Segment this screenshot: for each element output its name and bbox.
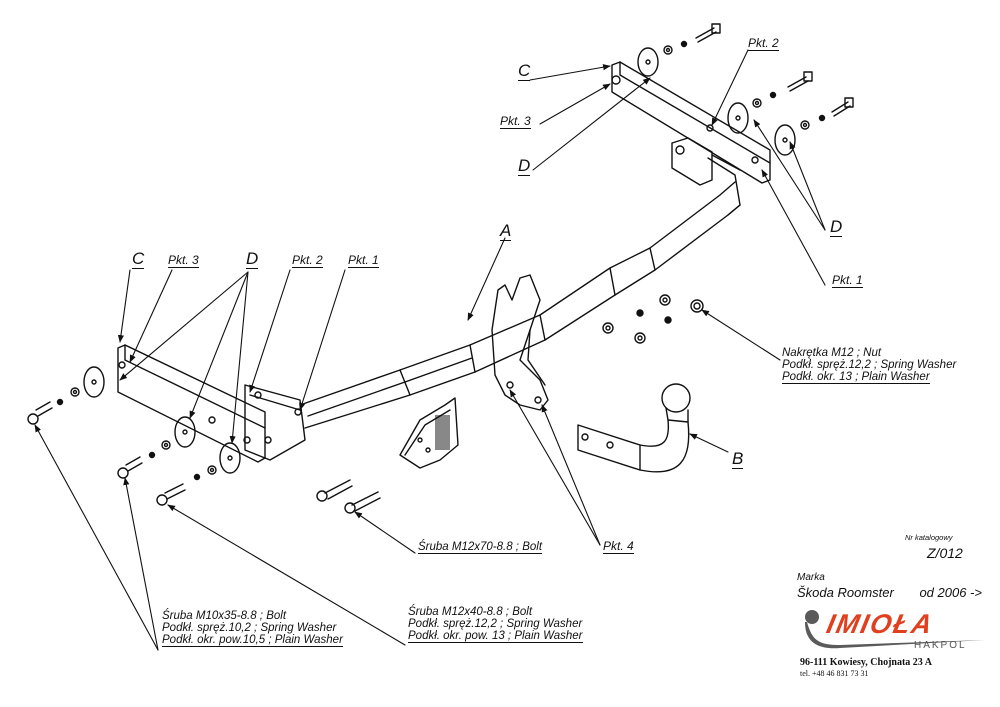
note-bolt-m10x35: Śruba M10x35-8.8 ; Bolt Podkł. spręż.10,… xyxy=(162,610,343,647)
note-line: Podkł. okr. 13 ; Plain Washer xyxy=(782,371,930,384)
label-pkt1-left: Pkt. 1 xyxy=(348,253,379,268)
leader-lines xyxy=(34,49,826,651)
label-pkt3-left: Pkt. 3 xyxy=(168,253,199,268)
logo-subtitle: HAKPOL xyxy=(914,640,967,651)
top-right-fasteners xyxy=(637,23,854,156)
catalog-number: Z/012 xyxy=(927,545,963,561)
tow-ball-b xyxy=(577,383,691,473)
left-flat-bar-c xyxy=(117,344,266,463)
note-line: Śruba M10x35-8.8 ; Bolt xyxy=(162,610,287,622)
note-line: Śruba M12x40-8.8 ; Bolt xyxy=(408,606,533,618)
company-phone: tel. +48 46 831 73 31 xyxy=(800,669,869,678)
note-line: Podkł. spręż.12,2 ; Spring Washer xyxy=(782,359,957,371)
note-line: Nakrętka M12 ; Nut xyxy=(782,347,882,359)
left-fasteners xyxy=(27,366,381,514)
logo-hook-graphic xyxy=(805,610,985,649)
imiola-logo: IMIOŁA HAKPOL xyxy=(797,607,987,657)
vehicle-model: Škoda Roomster od 2006 -> xyxy=(797,585,982,600)
note-line: Podkł. okr. pow.10,5 ; Plain Washer xyxy=(162,634,343,647)
right-mount-plate xyxy=(611,61,771,186)
label-b: B xyxy=(732,449,744,469)
label-c-top: C xyxy=(518,61,531,81)
label-c-left: C xyxy=(132,249,145,269)
note-nut-group: Nakrętka M12 ; Nut Podkł. spręż.12,2 ; S… xyxy=(782,347,956,384)
nut-washer-group xyxy=(602,294,704,344)
note-line: Podkł. spręż.10,2 ; Spring Washer xyxy=(162,622,337,634)
label-pkt2-left: Pkt. 2 xyxy=(292,253,323,268)
catalog-caption: Nr katalogowy xyxy=(905,533,953,542)
label-pkt3-top: Pkt. 3 xyxy=(500,114,531,129)
note-bolt-m12x70: Śruba M12x70-8.8 ; Bolt xyxy=(418,541,543,554)
model-name: Škoda Roomster xyxy=(797,585,894,600)
left-mount-plate-inner xyxy=(244,384,306,461)
electrical-socket-plate xyxy=(399,397,459,469)
label-d-top: D xyxy=(518,156,531,176)
label-pkt1-right: Pkt. 1 xyxy=(832,273,863,288)
logo-text: IMIOŁA xyxy=(823,609,937,639)
marka-caption: Marka xyxy=(797,572,825,583)
label-pkt2-top: Pkt. 2 xyxy=(748,36,779,51)
label-d-left: D xyxy=(246,249,259,269)
note-bolt-m12x40: Śruba M12x40-8.8 ; Bolt Podkł. spręż.12,… xyxy=(408,606,583,643)
label-d-right: D xyxy=(830,217,843,237)
label-pkt4: Pkt. 4 xyxy=(603,539,634,554)
note-line: Podkł. spręż.12,2 ; Spring Washer xyxy=(408,618,583,630)
note-line: Śruba M12x70-8.8 ; Bolt xyxy=(418,541,543,554)
label-a: A xyxy=(500,221,512,241)
crossbar-a xyxy=(299,154,741,429)
note-line: Podkł. okr. pow. 13 ; Plain Washer xyxy=(408,630,583,643)
ball-mount-bracket xyxy=(491,274,549,411)
model-year: od 2006 -> xyxy=(919,585,982,600)
company-address: 96-111 Kowiesy, Chojnata 23 A xyxy=(800,657,932,668)
